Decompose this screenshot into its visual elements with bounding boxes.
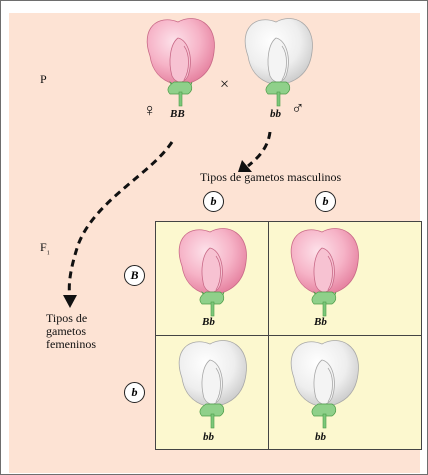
female-gametes-heading-line-2: gametos [46, 324, 86, 338]
female-gametes-heading: Tipos de gametos femeninos [46, 312, 96, 351]
offspring-genotype-1: Bb [202, 316, 215, 328]
male-gamete-arrow [247, 131, 272, 168]
offspring-flower-3 [178, 340, 247, 429]
offspring-genotype-3: bb [203, 431, 214, 443]
female-symbol: ♀ [143, 100, 157, 120]
male-gamete-allele-2: b [315, 191, 336, 212]
female-gamete-allele-2: b [124, 382, 145, 403]
offspring-flower-2 [290, 228, 359, 317]
female-gamete-arrowhead [63, 295, 77, 308]
cross-symbol: × [220, 76, 230, 93]
female-gametes-heading-line-3: femeninos [46, 337, 96, 351]
male-gamete-allele-1: b [203, 191, 224, 212]
female-parent-genotype: BB [170, 108, 185, 120]
female-gametes-heading-line-1: Tipos de [46, 311, 88, 325]
generation-label-f1: F1 [40, 240, 50, 257]
male-gamete-arrowhead [238, 160, 252, 172]
generation-label-p: P [40, 72, 47, 86]
female-gamete-allele-1: B [124, 265, 145, 286]
offspring-genotype-2: Bb [314, 316, 327, 328]
male-symbol: ♂ [291, 98, 305, 118]
punnett-divider-horizontal [155, 335, 422, 336]
male-gametes-heading: Tipos de gametos masculinos [200, 170, 342, 184]
offspring-genotype-4: bb [315, 431, 326, 443]
female-gamete-arrow [67, 141, 174, 299]
offspring-flower-4 [290, 340, 359, 429]
male-parent-genotype: bb [270, 108, 281, 120]
generation-label-f1-subscript: 1 [46, 250, 50, 257]
offspring-flower-1 [178, 228, 247, 317]
